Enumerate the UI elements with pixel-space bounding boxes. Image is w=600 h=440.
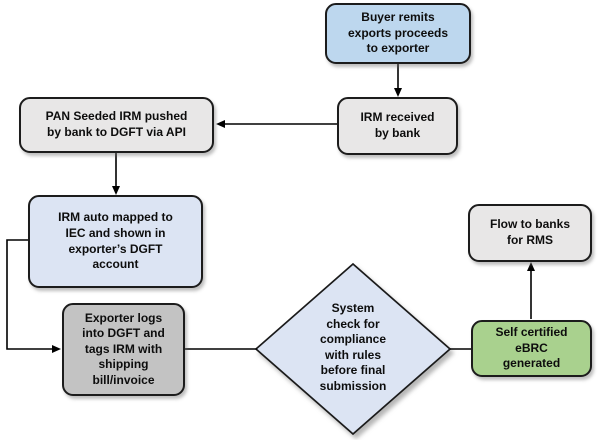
pan-seeded-irm-box: PAN Seeded IRM pushed by bank to DGFT vi…: [19, 97, 214, 153]
arrow-buyer-to-irm-received: [394, 64, 402, 97]
exporter-tags-irm-box: Exporter logs into DGFT and tags IRM wit…: [62, 303, 185, 396]
system-check-diamond-label: System check for compliance with rules b…: [319, 301, 387, 393]
arrow-irm-received-to-pan-seeded: [216, 120, 337, 128]
buyer-remits-box: Buyer remits exports proceeds to exporte…: [325, 3, 471, 64]
flow-to-banks-box: Flow to banks for RMS: [468, 204, 592, 262]
arrow-ebrc-to-flow-banks: [527, 262, 535, 319]
irm-auto-mapped-box: IRM auto mapped to IEC and shown in expo…: [28, 195, 203, 288]
arrow-pan-seeded-to-irm-auto: [112, 153, 120, 195]
irm-received-box: IRM received by bank: [337, 97, 458, 155]
ebrc-generated-box: Self certified eBRC generated: [471, 320, 592, 377]
